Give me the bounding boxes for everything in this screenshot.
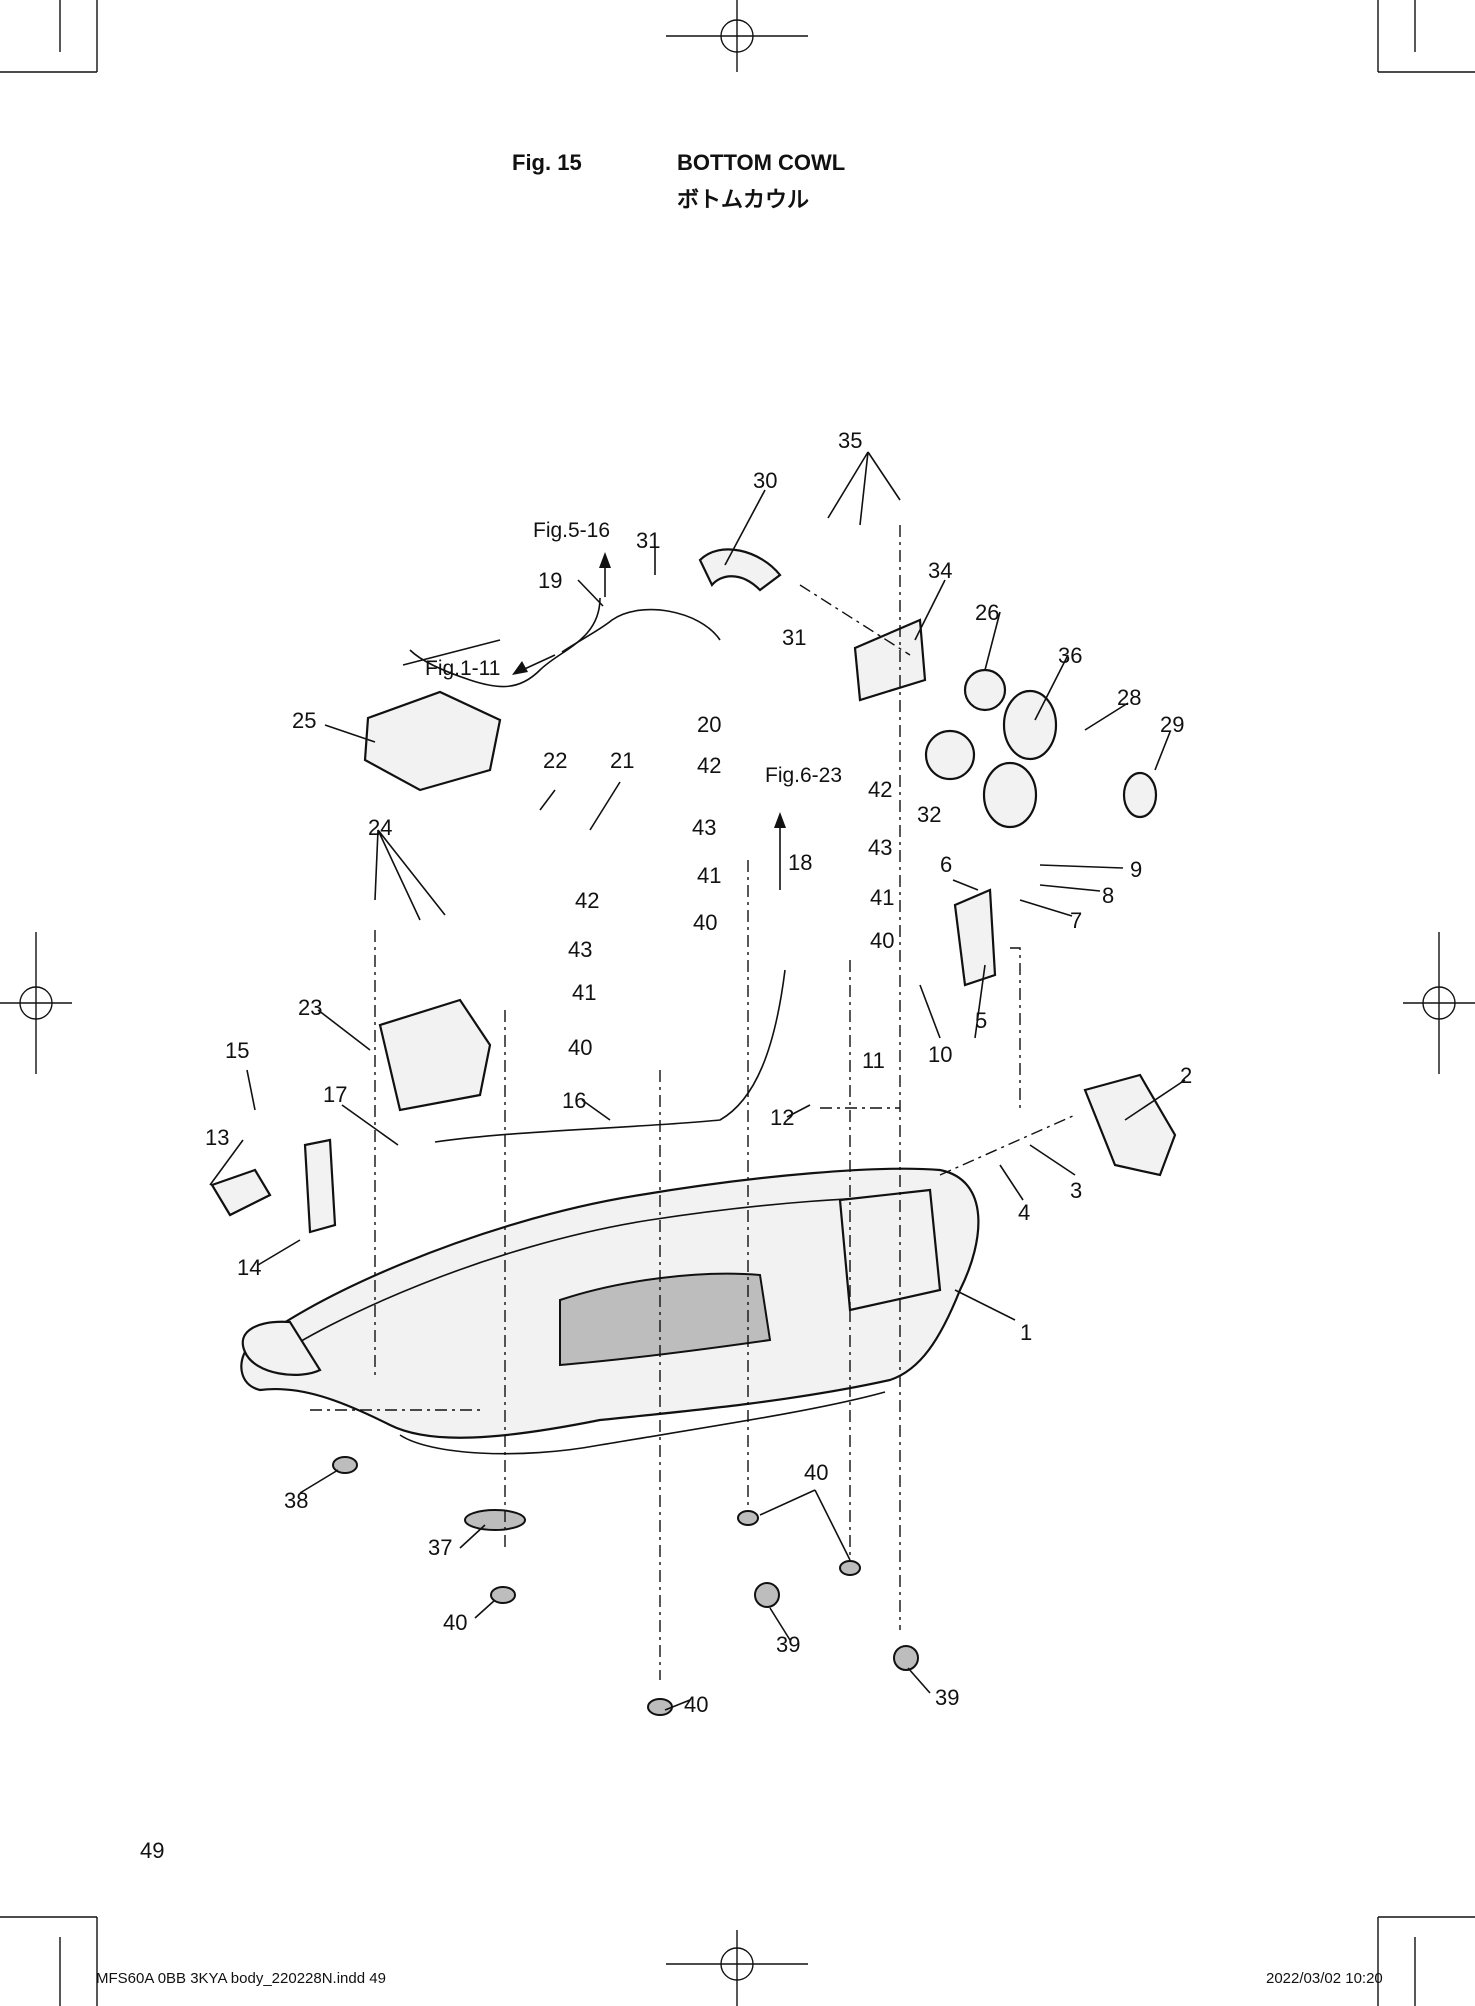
callout-28: 28	[1117, 685, 1141, 710]
grommet-part-37	[464, 1509, 526, 1531]
callout-26: 26	[975, 600, 999, 625]
reference-fig-5-16: Fig.5-16	[533, 519, 610, 542]
hose-part-16	[434, 969, 786, 1143]
callout-41-left-stack: 41	[572, 980, 596, 1005]
fuel-connector-part-13	[210, 1168, 272, 1217]
callout-40-bottom-center: 40	[684, 1692, 708, 1717]
registration-mark-left	[0, 932, 72, 1074]
grommet-part-32	[924, 729, 976, 781]
callout-40-bottom-left: 40	[443, 1610, 467, 1635]
callout-38: 38	[284, 1488, 308, 1513]
plug-part-29	[1122, 771, 1158, 819]
callout-9: 9	[1130, 857, 1142, 882]
callout-40-lower-group: 40	[804, 1460, 828, 1485]
callout-42-right-stack: 42	[868, 777, 892, 802]
callout-41-right-stack: 41	[870, 885, 894, 910]
callout-41-center-stack: 41	[697, 863, 721, 888]
callout-13: 13	[205, 1125, 229, 1150]
page-number: 49	[140, 1838, 165, 1863]
guide-part-23	[378, 998, 492, 1112]
callout-31-lower: 31	[782, 625, 806, 650]
callout-40-right-stack: 40	[870, 928, 894, 953]
callout-21: 21	[610, 748, 634, 773]
figure-title: BOTTOM COWL	[677, 150, 846, 175]
bottom-cowl-part-1	[240, 1167, 980, 1455]
footer-timestamp: 2022/03/02 10:20	[1266, 1970, 1383, 1987]
figure-title-japanese: ボトムカウル	[677, 187, 810, 212]
registration-mark-top	[666, 0, 808, 72]
callout-2: 2	[1180, 1063, 1192, 1088]
footer-file-name: MFS60A 0BB 3KYA body_220228N.indd 49	[96, 1970, 386, 1987]
grommet-part-38	[332, 1456, 358, 1474]
callout-40-left-stack: 40	[568, 1035, 592, 1060]
callout-15: 15	[225, 1038, 249, 1063]
drain-plug-part-26	[963, 668, 1007, 712]
callout-7: 7	[1070, 908, 1082, 933]
callout-6: 6	[940, 852, 952, 877]
callout-14: 14	[237, 1255, 261, 1280]
callout-18: 18	[788, 850, 812, 875]
grommets-part-40	[490, 1510, 861, 1716]
callout-5: 5	[975, 1008, 987, 1033]
leader-lines	[209, 451, 1186, 1711]
callout-34: 34	[928, 558, 952, 583]
callout-10: 10	[928, 1042, 952, 1067]
callout-11: 11	[862, 1048, 885, 1073]
callout-36: 36	[1058, 643, 1082, 668]
callout-23: 23	[298, 995, 322, 1020]
callout-29: 29	[1160, 712, 1184, 737]
callout-24: 24	[368, 815, 392, 840]
callout-25: 25	[292, 708, 316, 733]
intake-hose-part-19	[409, 597, 721, 688]
cover-part-25	[363, 690, 502, 792]
callout-32: 32	[917, 802, 941, 827]
callout-8: 8	[1102, 883, 1114, 908]
callout-1: 1	[1020, 1320, 1032, 1345]
callout-39-right: 39	[935, 1685, 959, 1710]
callout-43-center-stack: 43	[692, 815, 716, 840]
registration-mark-right	[1403, 932, 1475, 1074]
registration-mark-bottom	[666, 1930, 808, 2006]
callout-12: 12	[770, 1105, 794, 1130]
bracket-part-6	[953, 888, 997, 987]
callout-3: 3	[1070, 1178, 1082, 1203]
callout-22: 22	[543, 748, 567, 773]
callout-19: 19	[538, 568, 562, 593]
gasket-part-36	[982, 689, 1058, 829]
figure-number: Fig. 15	[512, 150, 582, 175]
lever-part-14	[303, 1138, 337, 1234]
callout-42-center-stack: 42	[697, 753, 721, 778]
reference-fig-6-23: Fig.6-23	[765, 764, 842, 787]
callout-39-left: 39	[776, 1632, 800, 1657]
callout-35: 35	[838, 428, 862, 453]
seals-part-39	[754, 1582, 919, 1671]
callout-16: 16	[562, 1088, 586, 1113]
callout-4: 4	[1018, 1200, 1030, 1225]
hose-part-30	[698, 548, 782, 592]
assembly-axes	[310, 525, 1076, 1680]
plate-part-34	[853, 618, 927, 702]
reference-arrows	[512, 552, 786, 890]
callout-30: 30	[753, 468, 777, 493]
callout-40-center-stack: 40	[693, 910, 717, 935]
callout-43-right-stack: 43	[868, 835, 892, 860]
callout-31-upper: 31	[636, 528, 660, 553]
callout-43-left-stack: 43	[568, 937, 592, 962]
callout-17: 17	[323, 1082, 347, 1107]
callout-42-left-stack: 42	[575, 888, 599, 913]
grip-part-2	[1083, 1073, 1177, 1177]
callout-20: 20	[697, 712, 721, 737]
callout-37: 37	[428, 1535, 452, 1560]
reference-fig-1-11: Fig.1-11	[425, 657, 500, 680]
